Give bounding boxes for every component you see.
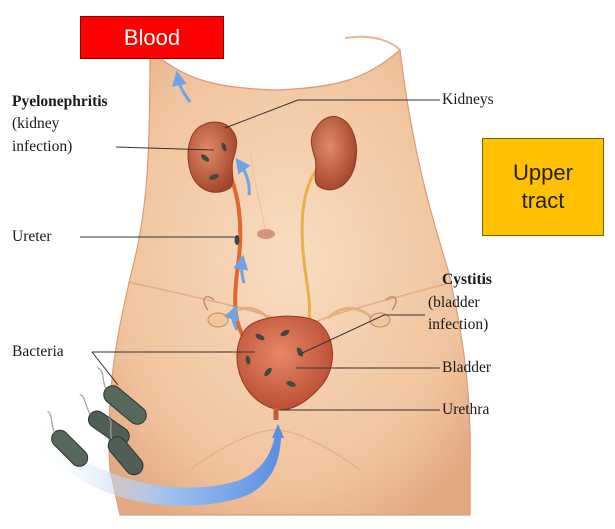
navel: [257, 229, 275, 239]
kidneys-label: Kidneys: [442, 90, 494, 109]
ureter-label: Ureter: [12, 227, 52, 246]
blood-box: Blood: [80, 16, 224, 59]
cystitis-label: Cystitis: [442, 270, 492, 289]
bladder-infection-line-1: (bladder: [428, 293, 480, 312]
upper-tract-box: Upper tract: [482, 138, 604, 236]
blood-label: Blood: [124, 25, 180, 51]
pyelonephritis-label: Pyelonephritis: [12, 92, 108, 111]
left-kidney: [188, 122, 237, 192]
urethra-label: Urethra: [442, 400, 489, 419]
torso: [109, 37, 470, 515]
upper-tract-line-1: Upper: [513, 159, 573, 187]
bacteria-label: Bacteria: [12, 342, 64, 361]
bladder-label: Bladder: [442, 358, 491, 377]
upper-tract-line-2: tract: [513, 187, 573, 215]
kidney-infection-line-1: (kidney: [12, 114, 59, 133]
kidney-infection-line-2: infection): [12, 137, 72, 156]
bladder-infection-line-2: infection): [428, 315, 488, 334]
